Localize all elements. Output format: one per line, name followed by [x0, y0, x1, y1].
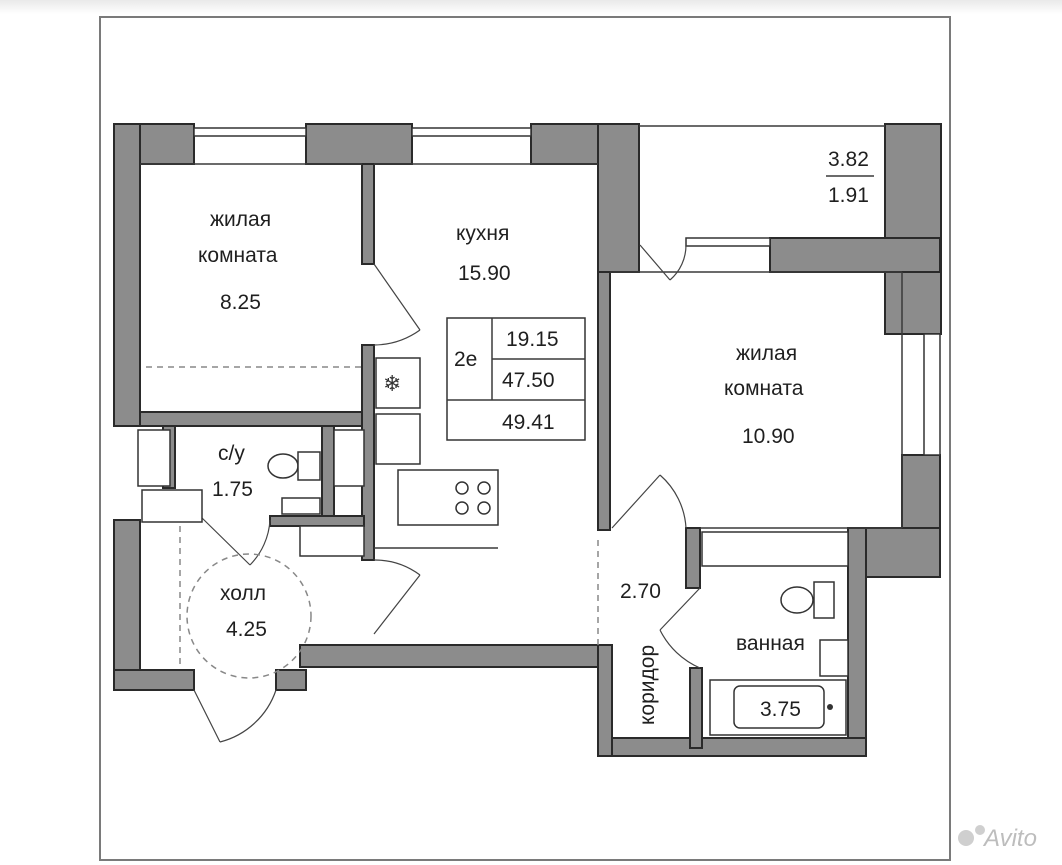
- living-right-area: 10.90: [742, 425, 795, 448]
- living-right-line1: жилая: [736, 342, 797, 365]
- rooms-code: 2е: [454, 348, 477, 371]
- wall-right-upper: [884, 123, 942, 335]
- room-outlines: [140, 163, 903, 665]
- wall-bottom-right: [597, 737, 867, 757]
- wall-center-column: [597, 123, 640, 273]
- window-2: [411, 127, 532, 137]
- wc-name: с/у: [218, 442, 245, 465]
- window-3: [923, 333, 941, 456]
- bathtub-inner: [733, 685, 825, 729]
- burner-3: [455, 501, 469, 515]
- door-living: [373, 263, 421, 346]
- kitchen-area: 15.90: [458, 262, 511, 285]
- doors: [186, 244, 701, 743]
- radiator-hall-left: [141, 489, 203, 523]
- living-left-line2: комната: [198, 244, 278, 267]
- wall-living-bottom: [139, 411, 365, 427]
- total-with-balcony: 49.41: [502, 411, 555, 434]
- living-right-line2: комната: [724, 377, 804, 400]
- walls: [113, 123, 942, 757]
- wc-area: 1.75: [212, 478, 253, 501]
- top-shadow-bar: [0, 0, 1062, 14]
- bath-sink: [819, 639, 849, 677]
- wall-kitchen-left: [361, 163, 375, 265]
- door-kitchen: [373, 559, 421, 635]
- balcony-area-bottom: 1.91: [828, 184, 869, 207]
- living-left-area: 8.25: [220, 291, 261, 314]
- wall-top-2: [305, 123, 413, 165]
- summary-box: 2е 19.15 47.50 49.41: [446, 317, 586, 441]
- corridor-area: 2.70: [620, 580, 661, 603]
- door-wc: [199, 515, 271, 566]
- avito-logo-icon: [958, 830, 974, 846]
- door-balcony: [639, 244, 687, 281]
- toilet-tank-wc: [297, 451, 321, 481]
- bathroom-area: 3.75: [760, 698, 801, 721]
- radiator-kitchen: [299, 525, 365, 557]
- door-bath: [659, 587, 701, 669]
- hall-area: 4.25: [226, 618, 267, 641]
- corridor-name: коридор: [636, 645, 659, 725]
- wall-bath-left-bottom: [689, 667, 703, 749]
- wall-right-room-left: [597, 271, 611, 531]
- toilet-wc: [267, 453, 299, 479]
- hall-name: холл: [220, 582, 266, 605]
- burner-1: [455, 481, 469, 495]
- living-left-line1: жилая: [210, 208, 271, 231]
- fridge: [375, 357, 421, 409]
- toilet-tank-bath: [813, 581, 835, 619]
- wc-sink: [281, 497, 321, 515]
- snowflake-icon: ❄: [383, 371, 401, 396]
- wall-bottom-1: [113, 669, 195, 691]
- door-entry: [193, 689, 277, 743]
- kitchen-sink: [375, 413, 421, 465]
- summary-frame: [446, 317, 586, 441]
- radiator-wc-right: [333, 429, 365, 487]
- bathroom-name: ванная: [736, 632, 805, 655]
- windows: [193, 125, 941, 456]
- hall-turn-circle: [186, 553, 312, 679]
- wall-left-lower: [113, 519, 141, 691]
- wall-corridor-left: [597, 644, 613, 757]
- wall-bath-right: [847, 527, 867, 754]
- total-area: 47.50: [502, 369, 555, 392]
- wall-left-upper: [113, 123, 141, 427]
- door-right-room: [611, 474, 687, 529]
- wall-bath-left-top: [685, 527, 701, 589]
- window-1: [193, 127, 307, 137]
- wall-balcony-bottom: [769, 237, 941, 273]
- fixtures: ❄: [137, 357, 849, 736]
- drain-icon: [827, 704, 833, 710]
- window-4: [685, 237, 771, 247]
- avito-watermark: Avito: [958, 825, 1037, 852]
- balcony-area-top: 3.82: [828, 148, 869, 171]
- kitchen-name: кухня: [456, 222, 509, 245]
- radiator-wc-left: [137, 429, 171, 487]
- stove: [397, 469, 499, 526]
- wall-bottom-3: [299, 644, 613, 668]
- avito-logo-icon-2: [975, 825, 985, 835]
- toilet-bath: [780, 586, 814, 614]
- avito-text: Avito: [982, 825, 1037, 852]
- room-labels: жилая комната 8.25 кухня 15.90 жилая ком…: [198, 148, 874, 725]
- living-area: 19.15: [506, 328, 559, 351]
- burner-4: [477, 501, 491, 515]
- bath-radiators: [701, 531, 849, 567]
- wall-wc-right: [321, 425, 335, 517]
- burner-2: [477, 481, 491, 495]
- wall-wc-bottom: [269, 515, 365, 527]
- wall-bottom-2: [275, 669, 307, 691]
